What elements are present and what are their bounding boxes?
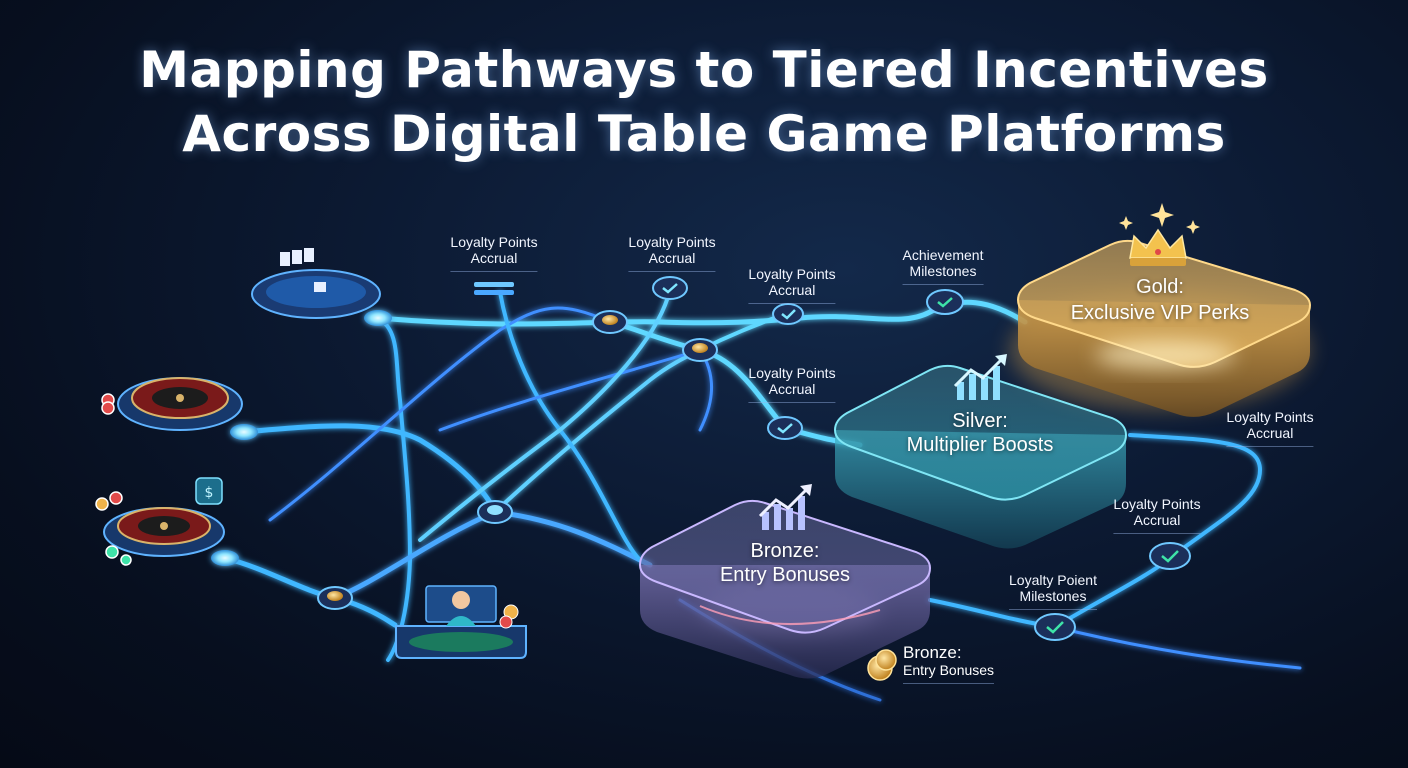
- tier-reward: Exclusive VIP Perks: [1070, 302, 1250, 324]
- path-node: [230, 424, 258, 440]
- poker-table-icon: [251, 248, 381, 319]
- label-achievement-milestones: Achievement Milestones: [902, 247, 984, 285]
- bronze-entry-badge: Bronze: Entry Bonuses: [903, 643, 995, 684]
- label-line: Loyalty Poient: [1009, 572, 1097, 588]
- label-loyalty-points-2: Loyalty Points Accrual: [628, 234, 716, 272]
- path-node: [364, 310, 392, 326]
- label-line: Loyalty Points: [1226, 409, 1314, 425]
- label-line: Accrual: [1246, 425, 1294, 441]
- path-line: [607, 319, 863, 448]
- label-loyalty-points-6: Loyalty Points Accrual: [1113, 496, 1201, 534]
- svg-text:$: $: [205, 485, 214, 501]
- tier-name: Silver:: [952, 410, 1008, 432]
- chip-icon: [95, 491, 132, 566]
- coin-icon: [682, 338, 718, 362]
- coin-nodes: [317, 282, 718, 610]
- check-icon: [1034, 613, 1076, 641]
- path-line: [332, 509, 653, 601]
- badge-subtitle: Entry Bonuses: [903, 662, 995, 678]
- label-line: Achievement: [902, 247, 984, 263]
- path-nodes: [211, 310, 392, 566]
- label-line: Loyalty Points: [748, 266, 836, 282]
- path-line: [493, 348, 702, 514]
- path-line: [376, 316, 413, 662]
- label-loyalty-points-5: Loyalty Points Accrual: [1226, 409, 1314, 447]
- label-line: Loyalty Points: [628, 234, 716, 250]
- card-icon: $: [195, 477, 223, 505]
- path-line: [222, 555, 398, 628]
- chip-icon: [101, 393, 115, 415]
- path-line: [268, 306, 612, 522]
- sparkle-icon: [1119, 203, 1200, 234]
- bronze-tier-platform: [638, 499, 932, 679]
- stack-icon: [474, 282, 514, 295]
- label-line: Accrual: [648, 250, 696, 266]
- roulette-icon: [117, 377, 243, 431]
- roulette-icon: [103, 507, 225, 557]
- pathway-lines: [222, 288, 1302, 702]
- path-line: [241, 423, 498, 515]
- growth-arrow-icon: [953, 354, 1007, 400]
- tier-name: Bronze:: [750, 540, 820, 562]
- dealer-icon: [395, 585, 527, 659]
- check-nodes: [652, 276, 1191, 641]
- label-line: Accrual: [768, 381, 816, 397]
- label-line: Milestones: [909, 263, 977, 279]
- label-line: Loyalty Points: [1113, 496, 1201, 512]
- label-loyalty-points-4: Loyalty Points Accrual: [748, 365, 836, 403]
- label-line: Accrual: [470, 250, 518, 266]
- label-loyalty-point-milestones: Loyalty Poient Milestones: [1009, 572, 1097, 610]
- label-line: Milestones: [1019, 588, 1087, 604]
- tier-name: Gold:: [1136, 276, 1184, 298]
- title-line-1: Mapping Pathways to Tiered Incentives: [139, 41, 1269, 99]
- silver-tier-title: Silver: Multiplier Boosts: [907, 409, 1054, 457]
- label-loyalty-points-3: Loyalty Points Accrual: [748, 266, 836, 304]
- coin-icon: [592, 310, 628, 334]
- tier-reward: Entry Bonuses: [719, 564, 851, 586]
- check-icon: [1149, 542, 1191, 570]
- label-loyalty-points-1: Loyalty Points Accrual: [450, 234, 538, 272]
- gold-tier-title: Gold: Exclusive VIP Perks: [1071, 274, 1250, 326]
- badge-title: Bronze:: [903, 643, 962, 662]
- growth-arrow-icon: [758, 484, 812, 530]
- silver-tier-platform: [833, 364, 1128, 549]
- label-line: Loyalty Points: [450, 234, 538, 250]
- path-line: [418, 288, 672, 542]
- label-line: Loyalty Points: [748, 365, 836, 381]
- gold-tier-platform: [1010, 239, 1312, 417]
- path-line: [438, 348, 714, 432]
- tier-reward: Multiplier Boosts: [906, 434, 1054, 456]
- crown-icon: [1129, 228, 1187, 266]
- label-line: Accrual: [1133, 512, 1181, 528]
- check-icon: [772, 303, 804, 325]
- coin-icon: [867, 649, 897, 681]
- check-icon: [652, 276, 688, 300]
- bronze-tier-title: Bronze: Entry Bonuses: [720, 539, 850, 587]
- coin-icon: [317, 586, 353, 610]
- check-icon: [926, 289, 964, 315]
- check-icon: [767, 416, 803, 440]
- page-title: Mapping Pathways to Tiered Incentives Ac…: [0, 38, 1408, 166]
- path-line: [1053, 625, 1302, 670]
- title-line-2: Across Digital Table Game Platforms: [182, 105, 1226, 163]
- path-node: [211, 550, 239, 566]
- label-line: Accrual: [768, 282, 816, 298]
- chip-node-icon: [477, 500, 513, 524]
